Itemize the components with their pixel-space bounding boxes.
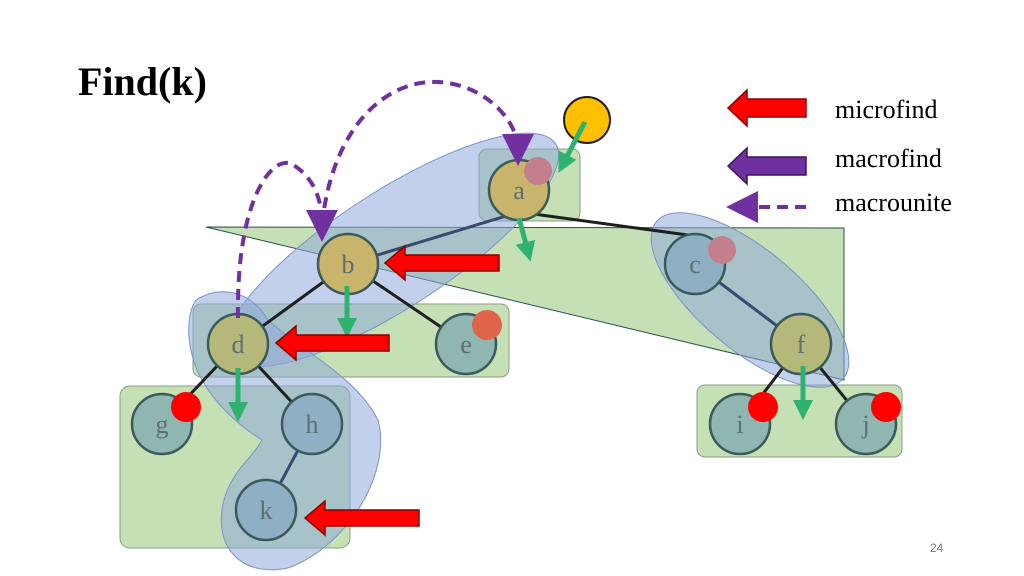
- node-label-d: d: [232, 330, 245, 359]
- marker-dot-i: [748, 392, 778, 422]
- marker-dot-c: [708, 236, 736, 264]
- edge-a-c: [518, 210, 696, 238]
- legend-macrofind-icon: [726, 146, 807, 186]
- node-h: h: [280, 392, 344, 456]
- node-label-g: g: [156, 410, 169, 439]
- step-arrow-a: [515, 217, 536, 262]
- legend-macrounite-label: macrounite: [835, 188, 952, 217]
- node-label-e: e: [460, 330, 472, 359]
- legend-macrofind-label: macrofind: [835, 144, 942, 173]
- microfind-arrow-k: [303, 499, 420, 537]
- marker-dot-a: [524, 157, 552, 185]
- node-k: k: [234, 478, 298, 542]
- legend: [726, 88, 807, 223]
- macrounite-arcs: [235, 79, 534, 319]
- query-node: [563, 96, 611, 144]
- node-label-b: b: [342, 250, 355, 279]
- node-d: d: [206, 312, 270, 376]
- macrounite-arc-d-b: [235, 160, 338, 319]
- microfind-arrow-d: [274, 324, 390, 362]
- node-label-i: i: [736, 410, 743, 439]
- macrounite-arc-b-a: [320, 79, 534, 227]
- node-label-k: k: [260, 496, 273, 525]
- step-arrows: [228, 120, 813, 422]
- node-f: f: [769, 312, 833, 376]
- marker-dot-j: [871, 392, 901, 422]
- marker-dot-g: [171, 392, 201, 422]
- legend-microfind-label: microfind: [835, 95, 938, 124]
- slide-title: Find(k): [78, 59, 207, 104]
- node-label-j: j: [861, 410, 869, 439]
- tree-nodes: a b c d e f g h: [130, 158, 898, 542]
- page-number: 24: [930, 541, 944, 555]
- legend-microfind-icon: [726, 88, 807, 128]
- node-label-h: h: [306, 410, 319, 439]
- node-label-f: f: [797, 330, 806, 359]
- marker-dots: [171, 157, 901, 422]
- step-arrow-query: [558, 120, 588, 173]
- node-label-c: c: [689, 250, 701, 279]
- marker-dot-e: [472, 310, 502, 340]
- node-label-a: a: [513, 176, 525, 205]
- node-b: b: [316, 232, 380, 296]
- microfind-arrow-b: [383, 244, 500, 282]
- microfind-arrows: [274, 244, 500, 537]
